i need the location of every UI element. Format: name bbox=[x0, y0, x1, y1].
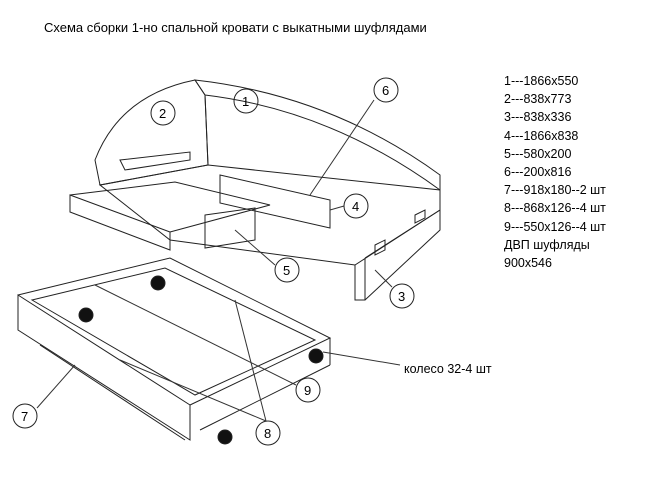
front-rail bbox=[69, 194, 171, 251]
svg-text:7: 7 bbox=[21, 409, 28, 424]
spec-item: 900x546 bbox=[504, 256, 552, 271]
callout-6 bbox=[373, 77, 399, 103]
spec-item: 7---918x180--2 шт bbox=[504, 183, 606, 198]
svg-text:4: 4 bbox=[352, 199, 359, 214]
part-4-bed-base bbox=[98, 164, 441, 266]
spec-item: 1---1866x550 bbox=[504, 74, 579, 88]
spec-item: 5---580x200 bbox=[504, 146, 572, 161]
callout-4 bbox=[343, 193, 369, 219]
diagram-title: Схема сборки 1-но спальной кровати с вык… bbox=[44, 20, 427, 35]
callout-3 bbox=[389, 283, 415, 309]
spec-item: 9---550x126--4 шт bbox=[504, 219, 606, 234]
callout-7 bbox=[12, 403, 38, 429]
spec-item: ДВП шуфляды bbox=[504, 237, 590, 252]
wheel-icon bbox=[150, 275, 166, 291]
svg-text:5: 5 bbox=[283, 263, 290, 278]
part-6-divider bbox=[219, 174, 331, 229]
svg-text:6: 6 bbox=[382, 83, 389, 98]
wheel-icon bbox=[217, 429, 233, 445]
part-5-support bbox=[204, 207, 256, 249]
wheel-icon bbox=[78, 307, 94, 323]
drawer-box bbox=[17, 257, 332, 406]
spec-item: 8---868x126--4 шт bbox=[504, 201, 606, 216]
drawer-front-part-7 bbox=[17, 294, 191, 441]
callout-8 bbox=[255, 420, 281, 446]
svg-text:1: 1 bbox=[242, 94, 249, 109]
spec-item: 6---200x816 bbox=[504, 165, 572, 180]
callout-5 bbox=[274, 257, 300, 283]
svg-text:9: 9 bbox=[304, 383, 311, 398]
part-3-end-panel bbox=[364, 209, 441, 301]
callout-9 bbox=[295, 377, 321, 403]
wheel-icon bbox=[308, 348, 324, 364]
callout-1 bbox=[233, 88, 259, 114]
spec-item: 2---838x773 bbox=[504, 92, 572, 107]
spec-item: 4---1866x838 bbox=[504, 128, 579, 143]
callout-markers: 1 2 3 4 5 6 7 8 9 bbox=[12, 77, 415, 446]
callout-2 bbox=[150, 100, 176, 126]
part-1-back-panel bbox=[193, 79, 441, 191]
wheel-label: колесо 32-4 шт bbox=[404, 362, 492, 376]
spec-item: 3---838x336 bbox=[504, 110, 572, 125]
svg-text:3: 3 bbox=[398, 289, 405, 304]
part-2-side-panel bbox=[94, 79, 209, 186]
svg-text:2: 2 bbox=[159, 106, 166, 121]
parts-spec-list: 1---1866x550 2---838x773 3---838x336 4--… bbox=[504, 72, 606, 272]
svg-text:8: 8 bbox=[264, 426, 271, 441]
